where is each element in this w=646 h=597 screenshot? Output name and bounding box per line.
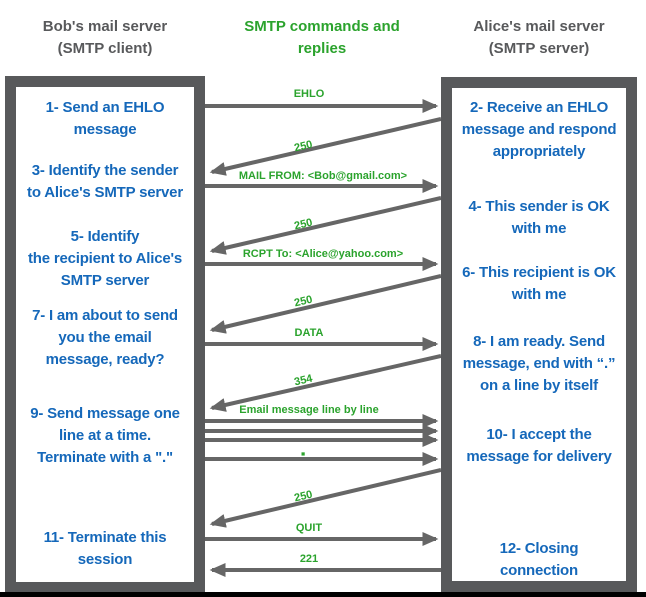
label-quit: QUIT (295, 522, 323, 534)
bottom-bar (0, 592, 646, 597)
arrow-reply-354 (209, 354, 441, 412)
client-box: 1- Send an EHLO message 3- Identify the … (5, 76, 205, 593)
client-header: Bob's mail server (SMTP client) (42, 18, 168, 57)
arrow-reply-250-2 (209, 196, 441, 255)
client-step-9: 9- Send message one line at a time. Term… (30, 405, 180, 466)
label-reply-221: 221 (299, 553, 319, 565)
label-mail-from: MAIL FROM: <Bob@gmail.com> (238, 170, 408, 182)
label-data: DATA (294, 327, 324, 339)
arrows-graphic (205, 99, 441, 577)
client-step-7: 7- I am about to send you the email mess… (32, 307, 178, 368)
dot-terminator-icon: ▪ (300, 446, 306, 461)
server-step-8: 8- I am ready. Send message, end with “.… (462, 333, 616, 394)
label-email-lines: Email message line by line (239, 404, 379, 416)
client-step-11: 11- Terminate this session (43, 529, 167, 568)
arrow-reply-250-1 (209, 117, 441, 176)
server-step-10: 10- I accept the message for delivery (466, 426, 612, 465)
server-step-2: 2- Receive an EHLO message and respond a… (461, 99, 617, 160)
server-step-6: 6- This recipient is OK with me (462, 264, 616, 303)
label-ehlo: EHLO (293, 88, 325, 100)
server-header: Alice's mail server (SMTP server) (473, 18, 605, 57)
server-box: 2- Receive an EHLO message and respond a… (441, 77, 637, 592)
arrow-reply-250-3 (209, 274, 441, 334)
label-rcpt-to: RCPT To: <Alice@yahoo.com> (242, 248, 404, 260)
server-step-12: 12- Closing connection (499, 540, 579, 579)
client-step-3: 3- Identify the sender to Alice's SMTP s… (27, 162, 183, 201)
message-lane: EHLO 250 MAIL FROM: <Bob@gmail.com> 250 … (205, 0, 441, 597)
client-step-1: 1- Send an EHLO message (45, 99, 165, 138)
server-step-4: 4- This sender is OK with me (468, 198, 610, 237)
client-step-5: 5- Identify the recipient to Alice's SMT… (27, 228, 183, 289)
middle-header: SMTP commands and replies (244, 18, 400, 57)
arrow-reply-250-4 (209, 468, 441, 528)
